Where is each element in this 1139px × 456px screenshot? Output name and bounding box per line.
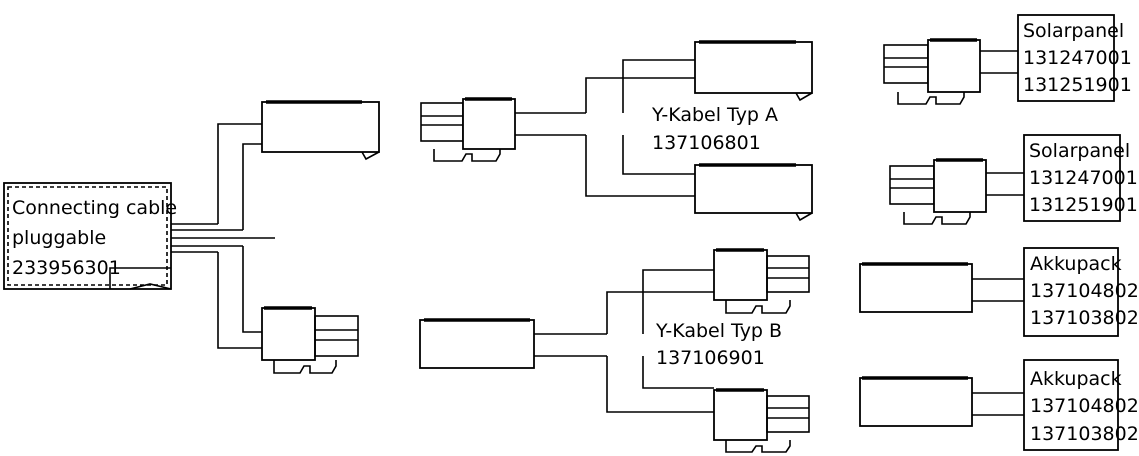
akkupack-1-line3: 137103802 — [1030, 307, 1139, 329]
akkupack-2-line1: Akkupack — [1030, 368, 1122, 390]
solarpanel-1 — [883, 14, 1115, 105]
solarpanel-2-line2: 131247001 — [1029, 167, 1138, 189]
connecting-cable-line2: pluggable — [12, 227, 106, 249]
solarpanel-1-line2: 131247001 — [1023, 47, 1132, 69]
akkupack-1 — [859, 247, 1119, 337]
akkupack-2-line3: 137103802 — [1030, 423, 1139, 445]
y-cable-b-line1: Y-Kabel Typ B — [655, 320, 782, 342]
akkupack-2-line2: 137104802 — [1030, 395, 1139, 417]
connecting-cable-line3: 233956301 — [12, 257, 121, 279]
akkupack-2 — [859, 359, 1119, 451]
connecting-cable-line1: Connecting cable — [12, 197, 177, 219]
y-cable-a-line1: Y-Kabel Typ A — [651, 104, 778, 126]
solarpanel-1-line3: 131251901 — [1023, 74, 1132, 96]
y-cable-a — [420, 40, 813, 222]
akkupack-1-line2: 137104802 — [1030, 280, 1139, 302]
y-cable-a-line2: 137106801 — [652, 132, 761, 154]
solarpanel-2 — [889, 134, 1121, 225]
y-cable-b — [419, 248, 810, 453]
solarpanel-1-line1: Solarpanel — [1023, 20, 1124, 42]
solarpanel-2-line1: Solarpanel — [1029, 140, 1130, 162]
connecting-cable-module — [3, 123, 275, 349]
connecting-cable-female-connector — [261, 100, 380, 161]
akkupack-1-line1: Akkupack — [1030, 253, 1122, 275]
y-cable-b-line2: 137106901 — [656, 347, 765, 369]
connecting-cable-male-connector — [261, 306, 359, 374]
solarpanel-2-line3: 131251901 — [1029, 194, 1138, 216]
